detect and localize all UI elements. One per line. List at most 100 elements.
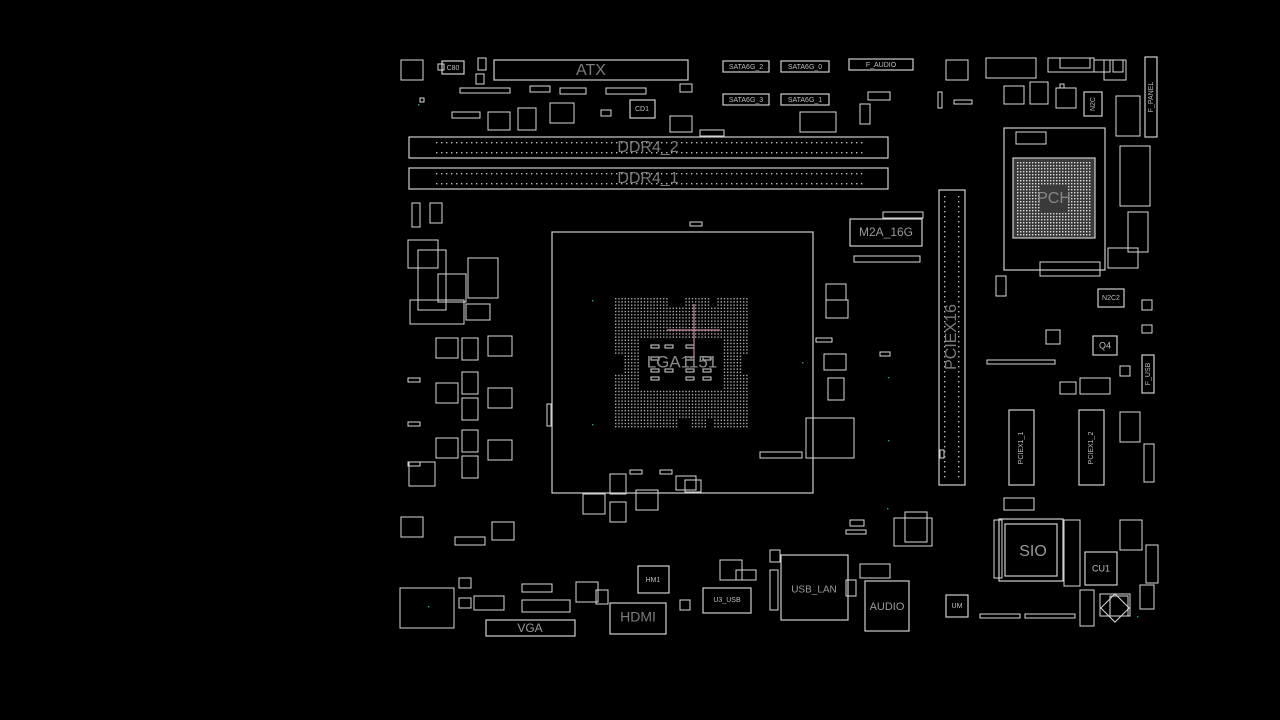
pin <box>720 301 722 303</box>
pin <box>618 390 620 393</box>
pin <box>944 226 946 228</box>
pciex16-slot[interactable]: PCIEX16 <box>938 189 966 486</box>
pin <box>631 349 633 351</box>
pin <box>1089 231 1091 233</box>
pin <box>615 400 617 402</box>
ddr4-1-slot[interactable]: DDR4_1 <box>408 167 889 190</box>
pin <box>739 310 742 313</box>
pin <box>1071 198 1073 200</box>
pin <box>720 390 722 393</box>
u3-usb-connector[interactable]: U3_USB <box>702 587 752 614</box>
pin <box>723 333 726 335</box>
pin <box>704 298 706 300</box>
pin <box>1077 228 1079 230</box>
pin <box>801 173 803 175</box>
pin <box>618 304 620 306</box>
pin <box>1086 198 1088 200</box>
pin <box>958 281 960 283</box>
hdmi-connector[interactable]: HDMI <box>609 602 667 635</box>
pin <box>1044 168 1046 170</box>
um-part[interactable]: UM <box>945 594 969 618</box>
pin <box>531 142 533 144</box>
pin <box>1047 180 1049 182</box>
cpu-socket[interactable]: LGA1151 <box>551 231 814 494</box>
pin <box>637 310 639 313</box>
pch-chip[interactable]: PCH <box>1003 127 1106 271</box>
pin <box>691 426 694 428</box>
pin <box>650 298 652 300</box>
pin <box>707 301 710 303</box>
pad <box>1127 211 1149 253</box>
pin <box>723 384 726 386</box>
q4-part[interactable]: Q4 <box>1092 335 1118 356</box>
pin <box>591 142 593 144</box>
c80-part[interactable]: C80 <box>441 60 465 75</box>
audio-connector[interactable]: AUDIO <box>864 580 910 632</box>
pin <box>1026 198 1028 200</box>
pin <box>627 323 630 325</box>
pin <box>720 394 722 396</box>
sata6g-2-connector[interactable]: SATA6G_2 <box>722 60 770 73</box>
pin <box>821 152 823 154</box>
sata6g-1-connector[interactable]: SATA6G_1 <box>780 93 830 106</box>
sata6g-0-connector[interactable]: SATA6G_0 <box>780 60 830 73</box>
pin <box>741 142 743 144</box>
pin <box>624 336 626 338</box>
pin <box>1017 186 1019 188</box>
pin <box>1062 219 1064 221</box>
pin <box>944 386 946 388</box>
pin <box>701 173 703 175</box>
pin <box>696 183 698 185</box>
usb-lan-connector[interactable]: USB_LAN <box>780 554 849 621</box>
pciex1-1-slot[interactable]: PCIEX1_1 <box>1008 409 1035 486</box>
pin <box>1026 195 1028 197</box>
pin <box>1059 162 1061 164</box>
pin <box>571 183 573 185</box>
pin <box>621 333 623 335</box>
pin <box>1047 228 1049 230</box>
pin <box>1065 234 1067 236</box>
cd1-part[interactable]: CD1 <box>629 99 656 119</box>
pin <box>704 426 706 428</box>
f-usb-header[interactable]: F_USB <box>1141 354 1155 394</box>
hm1-chip[interactable]: HM1 <box>637 565 670 594</box>
pin <box>717 301 719 303</box>
pin <box>496 152 498 154</box>
pin <box>624 416 626 418</box>
pin <box>631 410 633 412</box>
pin <box>1032 180 1034 182</box>
vga-connector[interactable]: VGA <box>485 619 576 637</box>
pin <box>634 374 636 377</box>
sio-chip[interactable]: SIO <box>998 518 1064 582</box>
pciex1-2-slot[interactable]: PCIEX1_2 <box>1078 409 1105 486</box>
pin <box>1020 165 1022 167</box>
ddr4-2-slot[interactable]: DDR4_2 <box>408 136 889 159</box>
atx-connector[interactable]: ATX <box>493 59 689 81</box>
cu1-chip[interactable]: CU1 <box>1084 551 1118 586</box>
pin <box>637 336 639 338</box>
pin <box>801 152 803 154</box>
pin <box>714 307 716 309</box>
n2c2-part[interactable]: N2C2 <box>1097 288 1125 308</box>
pin <box>576 183 578 185</box>
sata6g-3-connector[interactable]: SATA6G_3 <box>722 93 770 106</box>
pin <box>1029 174 1031 176</box>
f-panel-header[interactable]: F_PANEL <box>1144 56 1158 138</box>
pin <box>1020 234 1022 236</box>
pin <box>743 416 745 418</box>
pin <box>707 390 710 393</box>
pad <box>1141 299 1153 311</box>
pin <box>624 413 626 415</box>
pin <box>627 378 630 380</box>
n2c-part[interactable]: N2C <box>1083 91 1103 117</box>
pin <box>701 330 703 332</box>
pin <box>1086 183 1088 185</box>
f-audio-header[interactable]: F_AUDIO <box>848 58 914 71</box>
pin <box>944 296 946 298</box>
m2a-slot[interactable]: M2A_16G <box>849 218 923 247</box>
pin <box>615 323 617 325</box>
pin <box>1080 177 1082 179</box>
pin <box>711 310 713 313</box>
pin <box>640 419 642 421</box>
